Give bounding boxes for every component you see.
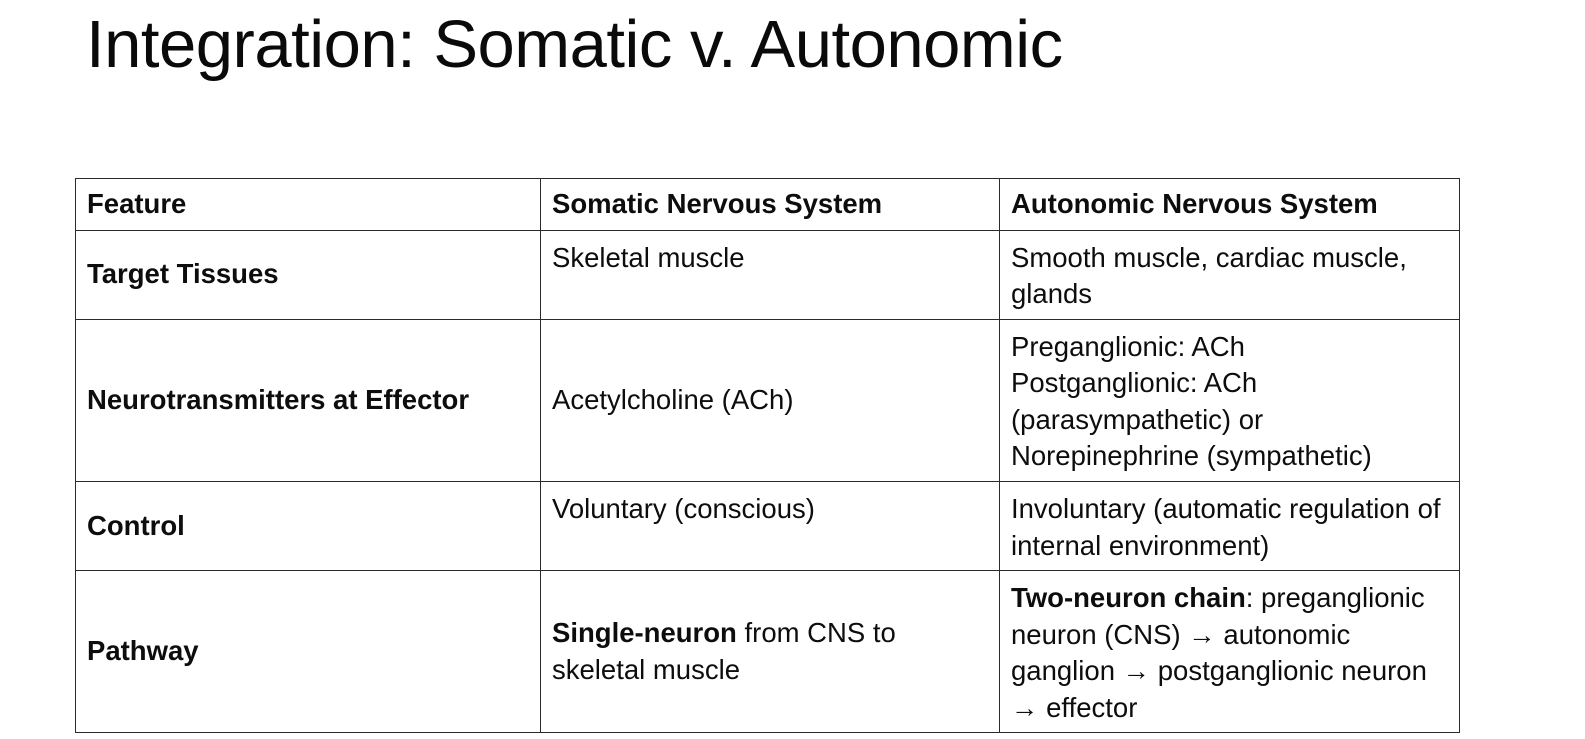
comparison-table-container: Feature Somatic Nervous System Autonomic… <box>75 178 1460 734</box>
autonomic-preganglionic-line: Preganglionic: ACh <box>1011 330 1245 362</box>
comparison-table: Feature Somatic Nervous System Autonomic… <box>75 178 1460 734</box>
row-label-pathway: Pathway <box>75 570 541 734</box>
row-label-control: Control <box>75 480 541 572</box>
table-row: Pathway Single-neuron from CNS to skelet… <box>75 570 1460 734</box>
table-row: Control Voluntary (conscious) Involuntar… <box>75 480 1460 572</box>
table-row: Neurotransmitters at Effector Acetylchol… <box>75 318 1460 482</box>
cell-somatic-control: Voluntary (conscious) <box>540 480 1000 572</box>
cell-somatic-neurotransmitters: Acetylcholine (ACh) <box>540 318 1000 482</box>
cell-autonomic-pathway: Two-neuron chain: preganglionic neuron (… <box>999 570 1460 734</box>
cell-somatic-target-tissues: Skeletal muscle <box>540 229 1000 320</box>
cell-autonomic-target-tissues: Smooth muscle, cardiac muscle, glands <box>999 229 1460 320</box>
table-row: Target Tissues Skeletal muscle Smooth mu… <box>75 229 1460 320</box>
page-title: Integration: Somatic v. Autonomic <box>86 7 1063 82</box>
autonomic-postganglionic-line: Postganglionic: ACh (parasympathetic) or… <box>1011 367 1372 472</box>
cell-somatic-pathway: Single-neuron from CNS to skeletal muscl… <box>540 570 1000 734</box>
column-header-feature: Feature <box>75 178 541 231</box>
autonomic-pathway-emphasis: Two-neuron chain <box>1011 582 1246 614</box>
row-label-target-tissues: Target Tissues <box>75 229 541 320</box>
autonomic-pathway-text: : preganglionic neuron (CNS) → autonomic… <box>1011 582 1427 723</box>
column-header-somatic: Somatic Nervous System <box>540 178 1000 231</box>
table-header-row: Feature Somatic Nervous System Autonomic… <box>75 178 1460 231</box>
somatic-pathway-emphasis: Single-neuron <box>552 617 737 649</box>
somatic-pathway-text: from CNS to skeletal muscle <box>552 617 896 685</box>
row-label-neurotransmitters: Neurotransmitters at Effector <box>75 318 541 482</box>
cell-autonomic-neurotransmitters: Preganglionic: ACh Postganglionic: ACh (… <box>999 318 1460 482</box>
column-header-autonomic: Autonomic Nervous System <box>999 178 1460 231</box>
cell-autonomic-control: Involuntary (automatic regulation of int… <box>999 480 1460 572</box>
